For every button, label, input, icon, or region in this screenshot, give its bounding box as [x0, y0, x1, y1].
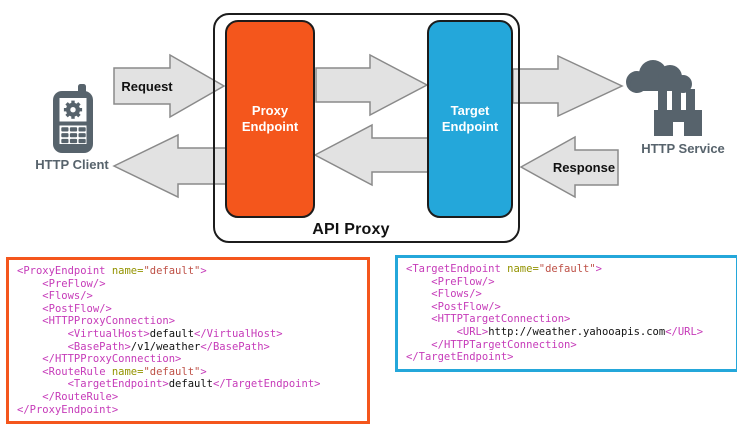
flow-arrows: [112, 53, 624, 199]
response-label: Response: [552, 160, 616, 175]
http-client-phone-icon: [53, 84, 93, 153]
http-service-label: HTTP Service: [641, 141, 725, 156]
target-to-service-arrow-icon: [512, 54, 624, 118]
proxy-endpoint-code: <ProxyEndpoint name="default"> <PreFlow/…: [6, 257, 370, 425]
gear-icon: [63, 100, 83, 119]
factory-door: [673, 122, 684, 136]
api-proxy-label: API Proxy: [312, 221, 390, 238]
return-to-client-arrow-icon: [112, 133, 227, 199]
proxy-to-target-arrow-icon: [315, 53, 429, 117]
http-client-label: HTTP Client: [35, 157, 109, 172]
api-proxy-box: [213, 13, 520, 243]
target-endpoint-code: <TargetEndpoint name="default"> <PreFlow…: [395, 255, 737, 372]
target-endpoint-label: Target Endpoint: [441, 102, 499, 134]
target-endpoint-box: Target Endpoint: [427, 20, 513, 218]
proxy-endpoint-label: Proxy Endpoint: [241, 102, 299, 134]
phone-keypad-icon: [59, 125, 87, 144]
smoke-cloud-icon: [626, 60, 692, 93]
api-proxy-diagram: Proxy Endpoint Target Endpoint API Proxy…: [35, 13, 725, 243]
http-service-icon: [626, 60, 702, 136]
request-arrow-icon: [113, 53, 226, 119]
response-arrow-icon: [519, 135, 619, 199]
proxy-endpoint-box: Proxy Endpoint: [225, 20, 315, 218]
request-label: Request: [121, 79, 173, 94]
